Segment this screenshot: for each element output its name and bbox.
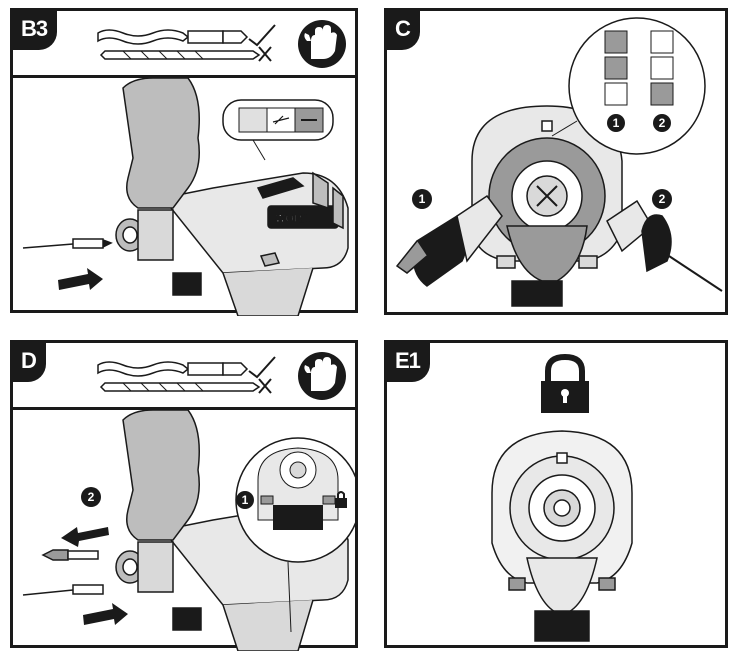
drill-front-body <box>471 105 623 307</box>
twist-bit-disallowed <box>99 382 261 392</box>
mode-selector-callout <box>222 99 334 161</box>
callout-2-marker <box>652 189 672 209</box>
hand <box>122 410 200 541</box>
insert-arrow <box>83 603 128 625</box>
drill-illustration-d: 2 1 <box>22 410 355 651</box>
drill-front-illustration-c: 1 2 1 2 <box>395 17 723 307</box>
cross-icon <box>258 378 272 394</box>
hex-bit <box>22 238 113 249</box>
step-2-marker <box>81 487 101 507</box>
callout-1-label: 1 <box>419 192 426 206</box>
chuck <box>115 541 174 593</box>
mode-switch-callout: 1 2 <box>551 17 706 155</box>
twist-bit-disallowed <box>99 50 261 60</box>
drill-body: WORX <box>161 171 349 316</box>
glove-icon <box>298 352 346 400</box>
panel-e1: E1 <box>384 340 728 648</box>
remove-arrow <box>61 527 109 547</box>
chuck-left <box>395 194 503 287</box>
panel-d-divider <box>13 407 355 410</box>
accessory-row-d <box>97 352 346 400</box>
panel-b3-label: B3 <box>13 11 58 50</box>
check-icon <box>248 356 276 379</box>
step-2-label: 2 <box>88 490 95 504</box>
chuck <box>115 209 174 261</box>
panel-c: C 1 2 <box>384 8 728 315</box>
insert-arrow <box>58 268 103 290</box>
mode-callout-1-label: 1 <box>613 116 620 130</box>
chuck-right <box>606 199 723 292</box>
cross-icon <box>258 46 272 62</box>
panel-d: D <box>10 340 358 651</box>
padlock-icon <box>541 353 589 413</box>
drill-front-body <box>491 430 633 642</box>
mode-callout-2-label: 2 <box>659 116 666 130</box>
check-icon <box>248 24 276 47</box>
hex-bit-allowed <box>97 29 249 45</box>
brand-logo: WORX <box>275 213 310 225</box>
glove-icon <box>298 20 346 68</box>
panel-e1-label: E1 <box>387 343 430 382</box>
callout-1-marker <box>412 189 432 209</box>
hand <box>122 78 200 209</box>
drill-illustration-b3: WORX <box>22 78 349 316</box>
lock-icon <box>335 491 347 508</box>
panel-b3-divider <box>13 75 355 78</box>
step-1-label: 1 <box>242 493 249 507</box>
hex-bit-allowed <box>97 361 249 377</box>
drill-front-illustration-e1 <box>491 353 633 642</box>
bit-bottom <box>22 584 104 596</box>
panel-b3: B3 WORX <box>10 8 358 316</box>
accessory-row <box>97 20 346 68</box>
callout-2-label: 2 <box>659 192 666 206</box>
bit-top <box>41 549 99 561</box>
panel-c-label: C <box>387 11 420 50</box>
panel-d-label: D <box>13 343 46 382</box>
lock-position-callout: 1 <box>235 437 355 633</box>
